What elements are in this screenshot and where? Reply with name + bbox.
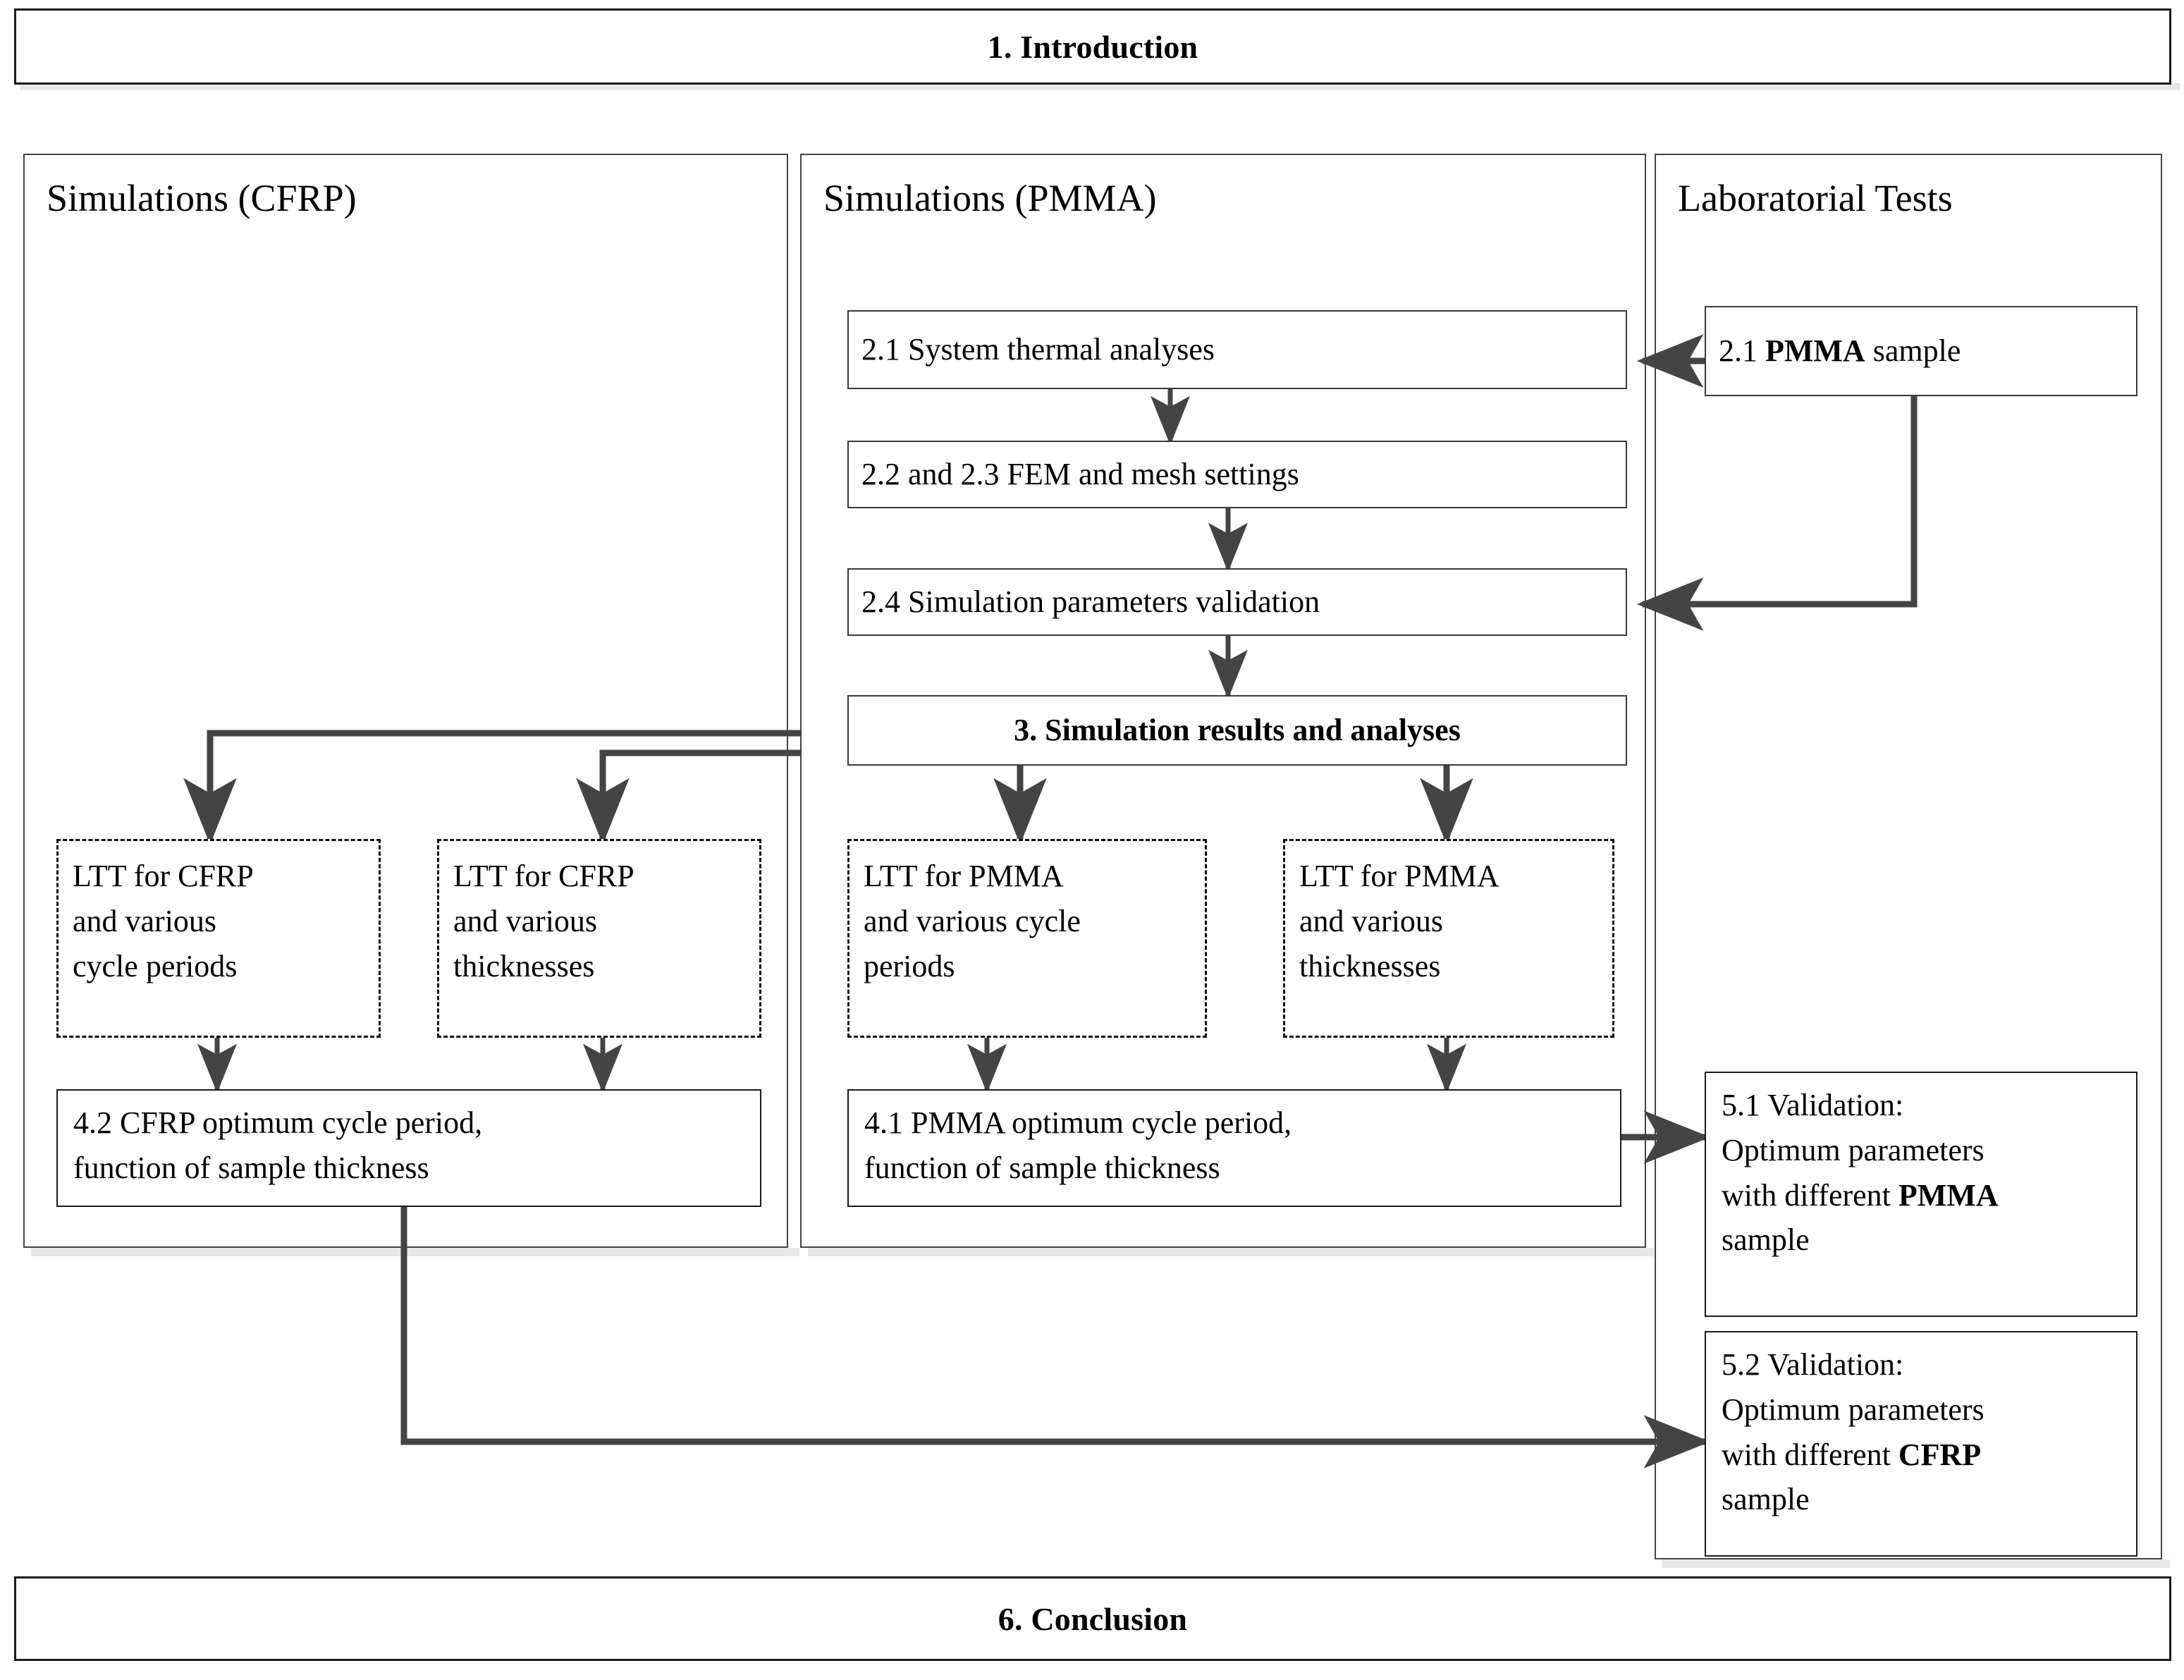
- node-simulation-parameters-validation: 2.4 Simulation parameters validation: [847, 568, 1627, 636]
- panel-lab-tests-title: Laboratorial Tests: [1678, 177, 1953, 219]
- top-banner-shadow: [20, 83, 2180, 90]
- node-line: Optimum parameters: [1722, 1132, 1984, 1167]
- panel-sim-cfrp-shadow: [31, 1248, 799, 1256]
- node-line: sample: [1722, 1482, 1810, 1517]
- node-pmma-sample: 2.1 PMMA sample: [1705, 306, 2137, 396]
- node-fem-mesh-settings: 2.2 and 2.3 FEM and mesh settings: [847, 441, 1627, 508]
- node-label: 2.1 System thermal analyses: [861, 331, 1215, 367]
- node-line: thicknesses: [453, 948, 595, 983]
- node-line: thicknesses: [1299, 948, 1441, 983]
- node-line: Optimum parameters: [1722, 1392, 1984, 1427]
- node-pmma-optimum-cycle-period: 4.1 PMMA optimum cycle period, function …: [847, 1089, 1621, 1207]
- panel-sim-cfrp: [23, 154, 788, 1248]
- node-label: 2.4 Simulation parameters validation: [861, 584, 1320, 619]
- node-validation-pmma: 5.1 Validation: Optimum parameters with …: [1705, 1072, 2137, 1317]
- node-line: 5.1 Validation:: [1722, 1088, 1904, 1122]
- node-simulation-results-and-analyses: 3. Simulation results and analyses: [847, 695, 1627, 766]
- node-line: LTT for CFRP: [453, 859, 634, 893]
- bottom-banner: 6. Conclusion: [14, 1576, 2171, 1661]
- node-cfrp-optimum-cycle-period: 4.2 CFRP optimum cycle period, function …: [56, 1089, 761, 1207]
- panel-sim-pmma-title: Simulations (PMMA): [823, 177, 1157, 219]
- node-ltt-pmma-cycle-periods: LTT for PMMA and various cycle periods: [847, 839, 1207, 1038]
- bottom-banner-label: 6. Conclusion: [998, 1600, 1188, 1637]
- top-banner-label: 1. Introduction: [987, 28, 1198, 65]
- node-ltt-pmma-thicknesses: LTT for PMMA and various thicknesses: [1283, 839, 1614, 1038]
- node-validation-cfrp: 5.2 Validation: Optimum parameters with …: [1705, 1331, 2137, 1557]
- node-line: with different CFRP: [1722, 1437, 1982, 1472]
- node-line: LTT for PMMA: [1299, 859, 1499, 893]
- top-banner: 1. Introduction: [14, 8, 2171, 85]
- panel-lab-tests-shadow: [1662, 1559, 2170, 1568]
- node-line: and various: [1299, 903, 1444, 938]
- node-label: 2.2 and 2.3 FEM and mesh settings: [861, 456, 1299, 491]
- node-line: LTT for CFRP: [73, 859, 254, 893]
- node-line: 4.2 CFRP optimum cycle period,: [73, 1105, 483, 1140]
- node-line: and various cycle: [864, 903, 1081, 938]
- node-line: function of sample thickness: [864, 1150, 1220, 1185]
- panel-sim-pmma-shadow: [808, 1248, 1654, 1256]
- node-line: 4.1 PMMA optimum cycle period,: [864, 1105, 1292, 1140]
- node-label: 3. Simulation results and analyses: [1014, 712, 1461, 747]
- node-line: 5.2 Validation:: [1722, 1347, 1904, 1382]
- node-line: and various: [73, 903, 217, 938]
- node-line: cycle periods: [73, 948, 238, 983]
- node-line: sample: [1722, 1222, 1810, 1258]
- node-label: 2.1 PMMA sample: [1719, 333, 1961, 368]
- node-ltt-cfrp-thicknesses: LTT for CFRP and various thicknesses: [437, 839, 761, 1038]
- node-line: LTT for PMMA: [864, 859, 1064, 893]
- node-ltt-cfrp-cycle-periods: LTT for CFRP and various cycle periods: [56, 839, 381, 1038]
- panel-sim-cfrp-title: Simulations (CFRP): [47, 177, 357, 219]
- node-line: function of sample thickness: [73, 1150, 429, 1185]
- node-line: with different PMMA: [1722, 1177, 1999, 1213]
- node-system-thermal-analyses: 2.1 System thermal analyses: [847, 310, 1627, 389]
- node-line: and various: [453, 903, 598, 938]
- node-line: periods: [864, 948, 955, 983]
